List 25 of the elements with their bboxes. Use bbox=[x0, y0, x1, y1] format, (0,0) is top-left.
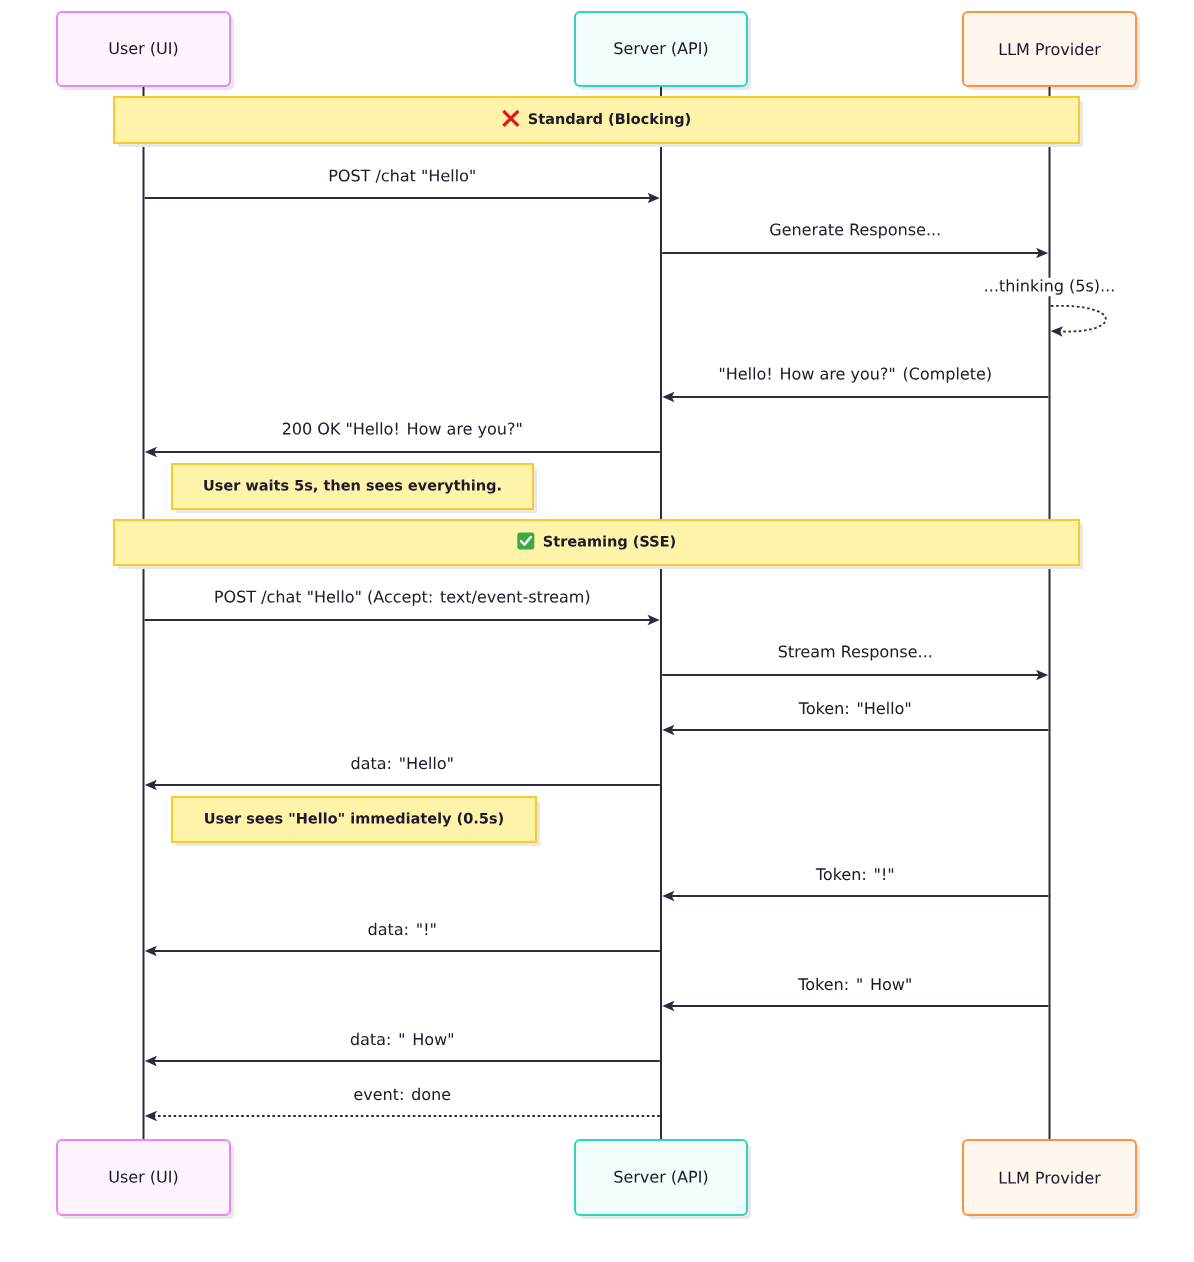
edge-label: data: "!" bbox=[366, 921, 439, 937]
note-box: User waits 5s, then sees everything. bbox=[171, 463, 537, 513]
edge-label: ...thinking (5s)... bbox=[982, 277, 1117, 297]
edge-label: POST /chat "Hello" bbox=[326, 167, 478, 185]
edge-label: Stream Response... bbox=[776, 643, 935, 663]
section-band: Streaming (SSE) bbox=[113, 519, 1083, 569]
edge-label: data: " How" bbox=[348, 1031, 457, 1047]
edge-label: data: "Hello" bbox=[349, 755, 456, 771]
edge-label: Token: "Hello" bbox=[797, 700, 914, 716]
participant-box: LLM Provider bbox=[962, 11, 1140, 90]
participant-box: Server (API) bbox=[574, 1139, 751, 1219]
edge-label: "Hello! How are you?" (Complete) bbox=[716, 365, 994, 385]
edge-label: Token: " How" bbox=[796, 976, 914, 992]
participant-box: LLM Provider bbox=[962, 1139, 1140, 1219]
participant-box: Server (API) bbox=[574, 11, 751, 90]
edge-label: Token: "!" bbox=[814, 866, 897, 882]
edge-label: POST /chat "Hello" (Accept: text/event-stream) bbox=[212, 588, 593, 608]
edge-label: 200 OK "Hello! How are you?" bbox=[280, 420, 525, 440]
edge-label: event: done bbox=[351, 1086, 453, 1102]
note-box: User sees "Hello" immediately (0.5s) bbox=[171, 796, 540, 846]
participant-box: User (UI) bbox=[56, 1139, 234, 1219]
section-band: Standard (Blocking) bbox=[113, 96, 1083, 147]
edge-label: Generate Response... bbox=[767, 221, 943, 241]
loop-arrow bbox=[1049, 305, 1107, 337]
participant-box: User (UI) bbox=[56, 11, 234, 90]
